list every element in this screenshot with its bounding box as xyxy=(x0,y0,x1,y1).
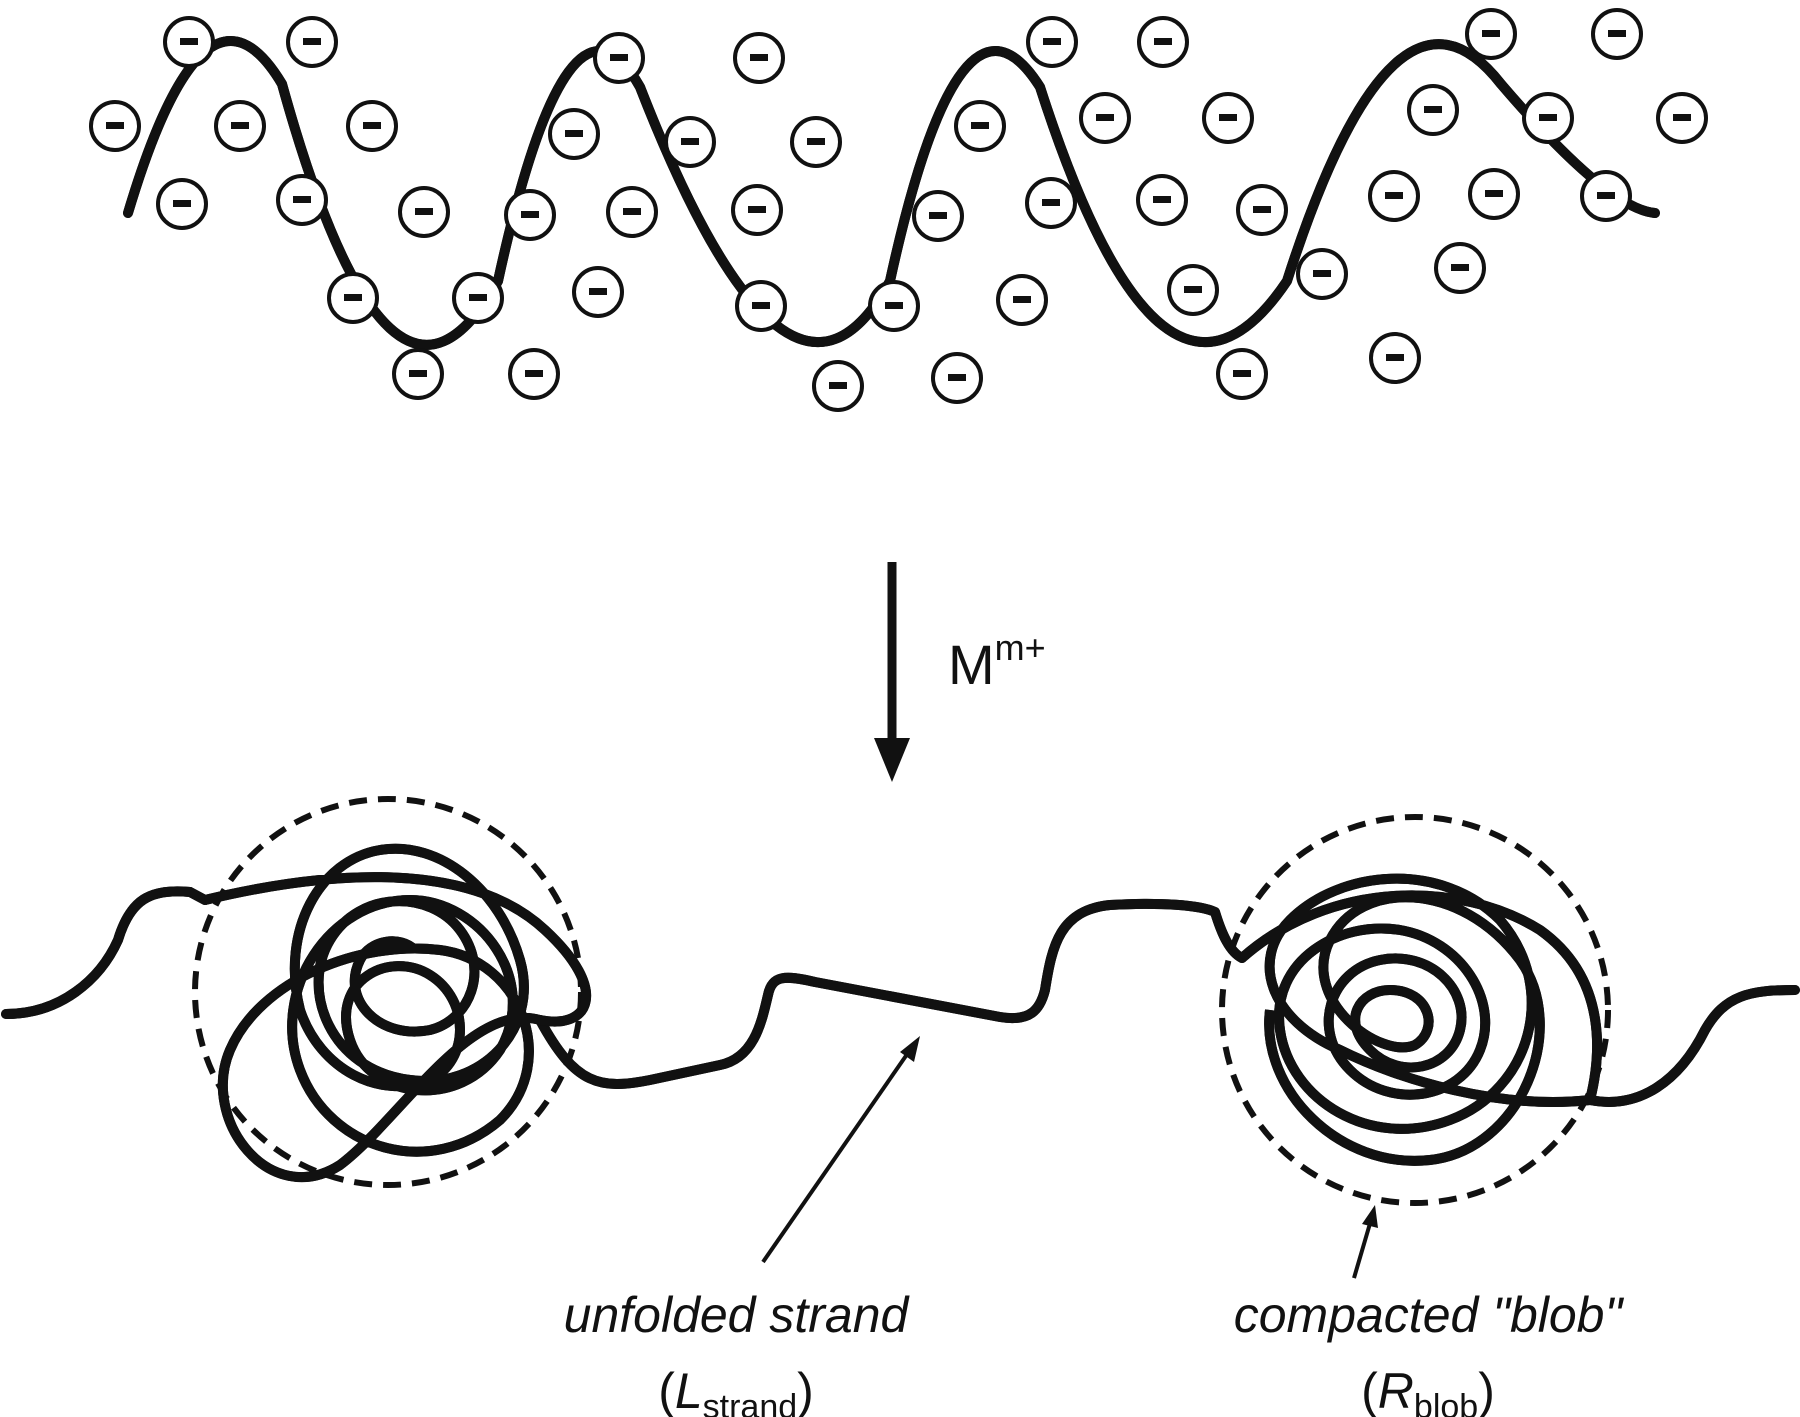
negative-charge-marker xyxy=(1407,84,1459,136)
compacted-strand xyxy=(1,891,1800,1102)
negative-charge-marker xyxy=(664,116,716,168)
compacted-blob-right xyxy=(1219,814,1611,1206)
negative-charge-marker xyxy=(398,186,450,238)
negative-charge-marker xyxy=(548,108,600,160)
negative-charge-marker xyxy=(931,352,983,404)
negative-charge-marker xyxy=(276,174,328,226)
negative-charge-marker xyxy=(1216,348,1268,400)
arrow-label-superscript: m+ xyxy=(995,627,1046,668)
arrow-label-base: M xyxy=(948,633,995,696)
negative-charge-marker xyxy=(1522,92,1574,144)
negative-charge-marker xyxy=(731,184,783,236)
negative-charge-marker xyxy=(89,100,141,152)
negative-charge-marker xyxy=(868,280,920,332)
negative-charge-marker xyxy=(286,16,338,68)
negative-charge-marker xyxy=(1434,242,1486,294)
negative-charge-marker xyxy=(1580,170,1632,222)
negative-charge-marker xyxy=(504,189,556,241)
negative-charge-marker xyxy=(1025,177,1077,229)
blob-label: compacted "blob" xyxy=(1234,1287,1625,1343)
negative-charges xyxy=(89,8,1708,412)
blob-symbol-label: (Rblob) xyxy=(1361,1363,1495,1417)
negative-charge-marker xyxy=(1368,170,1420,222)
negative-charge-marker xyxy=(812,360,864,412)
negative-charge-marker xyxy=(735,280,787,332)
negative-charge-marker xyxy=(1591,8,1643,60)
arrow-label: Mm+ xyxy=(948,627,1046,696)
negative-charge-marker xyxy=(954,100,1006,152)
negative-charge-marker xyxy=(733,32,785,84)
negative-charge-marker xyxy=(1468,168,1520,220)
negative-charge-marker xyxy=(163,16,215,68)
negative-charge-marker xyxy=(1369,332,1421,384)
negative-charge-marker xyxy=(593,32,645,84)
negative-charge-marker xyxy=(1296,248,1348,300)
negative-charge-marker xyxy=(1136,174,1188,226)
negative-charge-marker xyxy=(572,266,624,318)
negative-charge-marker xyxy=(790,116,842,168)
negative-charge-marker xyxy=(1656,92,1708,144)
negative-charge-marker xyxy=(1202,92,1254,144)
compacted-blob-left xyxy=(192,796,586,1188)
negative-charge-marker xyxy=(508,348,560,400)
negative-charge-marker xyxy=(452,272,504,324)
negative-charge-marker xyxy=(346,100,398,152)
negative-charge-marker xyxy=(1465,8,1517,60)
negative-charge-marker xyxy=(606,186,658,238)
negative-charge-marker xyxy=(1236,184,1288,236)
blob-pointer-arrow xyxy=(1352,1205,1378,1279)
negative-charge-marker xyxy=(1079,92,1131,144)
negative-charge-marker xyxy=(996,274,1048,326)
strand-pointer-arrow xyxy=(761,1036,920,1264)
down-arrow xyxy=(874,562,910,782)
negative-charge-marker xyxy=(327,272,379,324)
negative-charge-marker xyxy=(214,100,266,152)
negative-charge-marker xyxy=(1026,16,1078,68)
strand-symbol-label: (Lstrand) xyxy=(658,1363,814,1417)
negative-charge-marker xyxy=(1167,264,1219,316)
negative-charge-marker xyxy=(392,348,444,400)
negative-charge-marker xyxy=(912,190,964,242)
negative-charge-marker xyxy=(156,178,208,230)
strand-label: unfolded strand xyxy=(564,1287,911,1343)
negative-charge-marker xyxy=(1137,16,1189,68)
